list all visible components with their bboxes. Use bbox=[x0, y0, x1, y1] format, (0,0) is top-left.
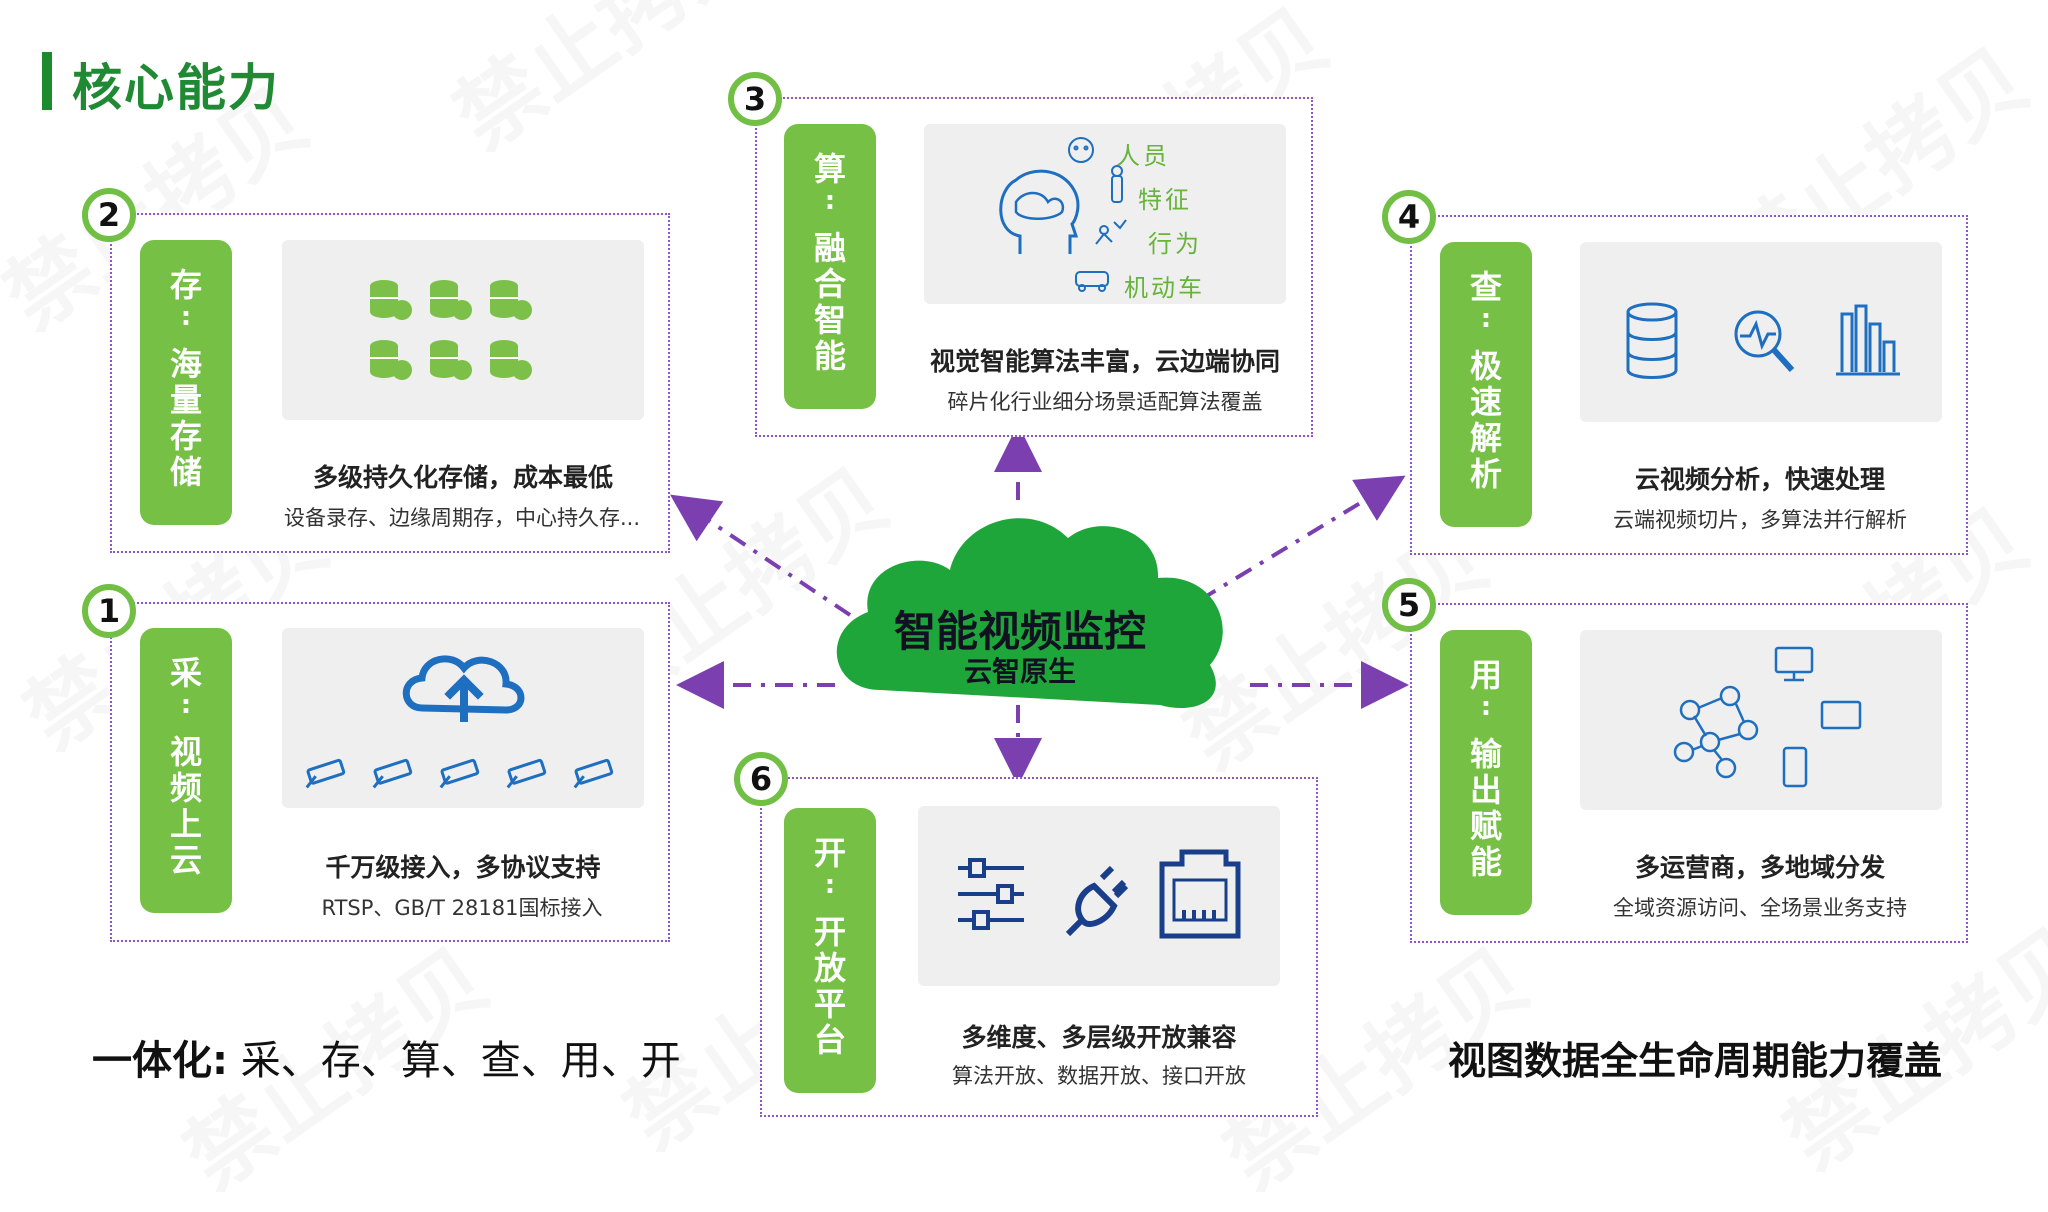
card-compute-value-char: 合 bbox=[813, 265, 846, 304]
card-use-value-char: 输 bbox=[1469, 735, 1502, 774]
card-compute-pill: 算 : 融 合 智 能 bbox=[784, 124, 876, 409]
footer-left-bold: 一体化: bbox=[92, 1038, 228, 1084]
card-open-heading: 多维度、多层级开放兼容 bbox=[961, 1023, 1237, 1052]
connector-arrows bbox=[670, 424, 1409, 786]
card-store-number: 2 bbox=[82, 188, 136, 242]
card-use-key: 用 bbox=[1469, 656, 1502, 694]
card-store-value-char: 海 bbox=[169, 345, 202, 384]
card-store-heading: 多级持久化存储，成本最低 bbox=[312, 463, 613, 492]
cloud-upload-camera-icon bbox=[305, 655, 614, 789]
card-collect-value: 视 频 上 云 bbox=[169, 733, 202, 879]
card-compute-value: 融 合 智 能 bbox=[813, 229, 846, 375]
database-analysis-chart-icon bbox=[1626, 302, 1900, 379]
footer-left-rest: 采、存、算、查、用、开 bbox=[228, 1038, 681, 1084]
card-store-colon: : bbox=[180, 301, 192, 332]
label-person: 人员 bbox=[1116, 142, 1170, 170]
card-use-value: 输 出 赋 能 bbox=[1469, 735, 1502, 881]
card-store-illustration bbox=[282, 240, 644, 420]
card-open-value-char: 放 bbox=[813, 949, 846, 988]
label-feature: 特征 bbox=[1138, 186, 1192, 214]
card-query-value-char: 极 bbox=[1469, 347, 1502, 386]
page-title: 核心能力 bbox=[72, 59, 280, 117]
card-open-sub: 算法开放、数据开放、接口开放 bbox=[952, 1064, 1246, 1088]
card-query-value: 极 速 解 析 bbox=[1469, 347, 1502, 493]
network-devices-icon bbox=[1673, 646, 1862, 788]
card-compute-sub: 碎片化行业细分场景适配算法覆盖 bbox=[947, 390, 1263, 414]
card-store-value-char: 储 bbox=[169, 452, 202, 491]
card-compute-number: 3 bbox=[728, 72, 782, 126]
card-collect-value-char: 频 bbox=[169, 769, 202, 808]
center-title: 智能视频监控 bbox=[893, 607, 1146, 656]
card-store-value-char: 存 bbox=[169, 416, 202, 455]
cloud-shape bbox=[836, 518, 1223, 709]
card-compute-key: 算 bbox=[813, 150, 846, 188]
brain-head-icon bbox=[999, 137, 1127, 292]
card-compute-value-char: 智 bbox=[813, 300, 846, 339]
card-collect-pill: 采 : 视 频 上 云 bbox=[140, 628, 232, 913]
card-collect-colon: : bbox=[180, 689, 192, 720]
card-query-heading: 云视频分析，快速处理 bbox=[1634, 465, 1885, 494]
card-compute-colon: : bbox=[824, 185, 836, 216]
card-use-heading: 多运营商，多地域分发 bbox=[1634, 853, 1885, 882]
card-compute-value-char: 能 bbox=[813, 336, 846, 375]
card-store-value-char: 量 bbox=[169, 381, 202, 420]
card-use-sub: 全域资源访问、全场景业务支持 bbox=[1613, 896, 1907, 920]
card-open-illustration bbox=[918, 806, 1280, 986]
card-collect-sub: RTSP、GB/T 28181国标接入 bbox=[321, 896, 603, 920]
label-vehicle: 机动车 bbox=[1124, 274, 1205, 302]
card-compute-heading: 视觉智能算法丰富，云边端协同 bbox=[929, 347, 1280, 376]
card-use-value-char: 出 bbox=[1469, 771, 1502, 810]
card-query-colon: : bbox=[1480, 303, 1492, 334]
card-open-value-char: 开 bbox=[813, 913, 846, 952]
card-query-value-char: 速 bbox=[1469, 383, 1502, 422]
card-collect-value-char: 上 bbox=[169, 804, 202, 843]
card-use-number: 5 bbox=[1382, 578, 1436, 632]
card-query-illustration bbox=[1580, 242, 1942, 422]
footer-left: 一体化: 采、存、算、查、用、开 bbox=[92, 1028, 681, 1086]
card-use-pill: 用 : 输 出 赋 能 bbox=[1440, 630, 1532, 915]
card-collect-illustration bbox=[282, 628, 644, 808]
card-query-number: 4 bbox=[1382, 190, 1436, 244]
card-query-value-char: 析 bbox=[1469, 454, 1502, 493]
sliders-plug-network-icon bbox=[958, 849, 1241, 939]
card-use-colon: : bbox=[1480, 691, 1492, 722]
card-open-colon: : bbox=[824, 869, 836, 900]
card-compute-illustration: 人员 特征 行为 机动车 bbox=[924, 124, 1286, 304]
card-open-key: 开 bbox=[813, 834, 846, 872]
card-use-value-char: 能 bbox=[1469, 842, 1502, 881]
card-query-key: 查 bbox=[1469, 268, 1502, 306]
card-use-illustration bbox=[1580, 630, 1942, 810]
label-behavior: 行为 bbox=[1148, 230, 1202, 258]
card-open-pill: 开 : 开 放 平 台 bbox=[784, 808, 876, 1093]
card-query-sub: 云端视频切片，多算法并行解析 bbox=[1613, 508, 1907, 532]
cloud-storage-icon bbox=[370, 280, 532, 380]
card-open-value-char: 平 bbox=[813, 984, 846, 1023]
card-store-key: 存 bbox=[169, 266, 202, 304]
card-collect-heading: 千万级接入，多协议支持 bbox=[325, 853, 601, 882]
card-store-pill: 存 : 海 量 存 储 bbox=[140, 240, 232, 525]
title-accent-bar bbox=[42, 52, 52, 110]
card-collect-value-char: 云 bbox=[169, 840, 202, 879]
card-compute-value-char: 融 bbox=[813, 229, 846, 268]
card-store-sub: 设备录存、边缘周期存，中心持久存... bbox=[283, 506, 641, 530]
card-use-value-char: 赋 bbox=[1469, 806, 1502, 845]
card-open-value: 开 放 平 台 bbox=[813, 913, 846, 1059]
card-open-value-char: 台 bbox=[813, 1020, 846, 1059]
card-store-value: 海 量 存 储 bbox=[169, 345, 202, 491]
center-subtitle: 云智原生 bbox=[963, 655, 1076, 688]
card-collect-key: 采 bbox=[169, 654, 202, 692]
card-collect-value-char: 视 bbox=[169, 733, 202, 772]
card-open-number: 6 bbox=[734, 752, 788, 806]
card-query-value-char: 解 bbox=[1469, 418, 1502, 457]
card-collect-number: 1 bbox=[82, 584, 136, 638]
footer-right: 视图数据全生命周期能力覆盖 bbox=[1448, 1039, 1943, 1083]
card-query-pill: 查 : 极 速 解 析 bbox=[1440, 242, 1532, 527]
